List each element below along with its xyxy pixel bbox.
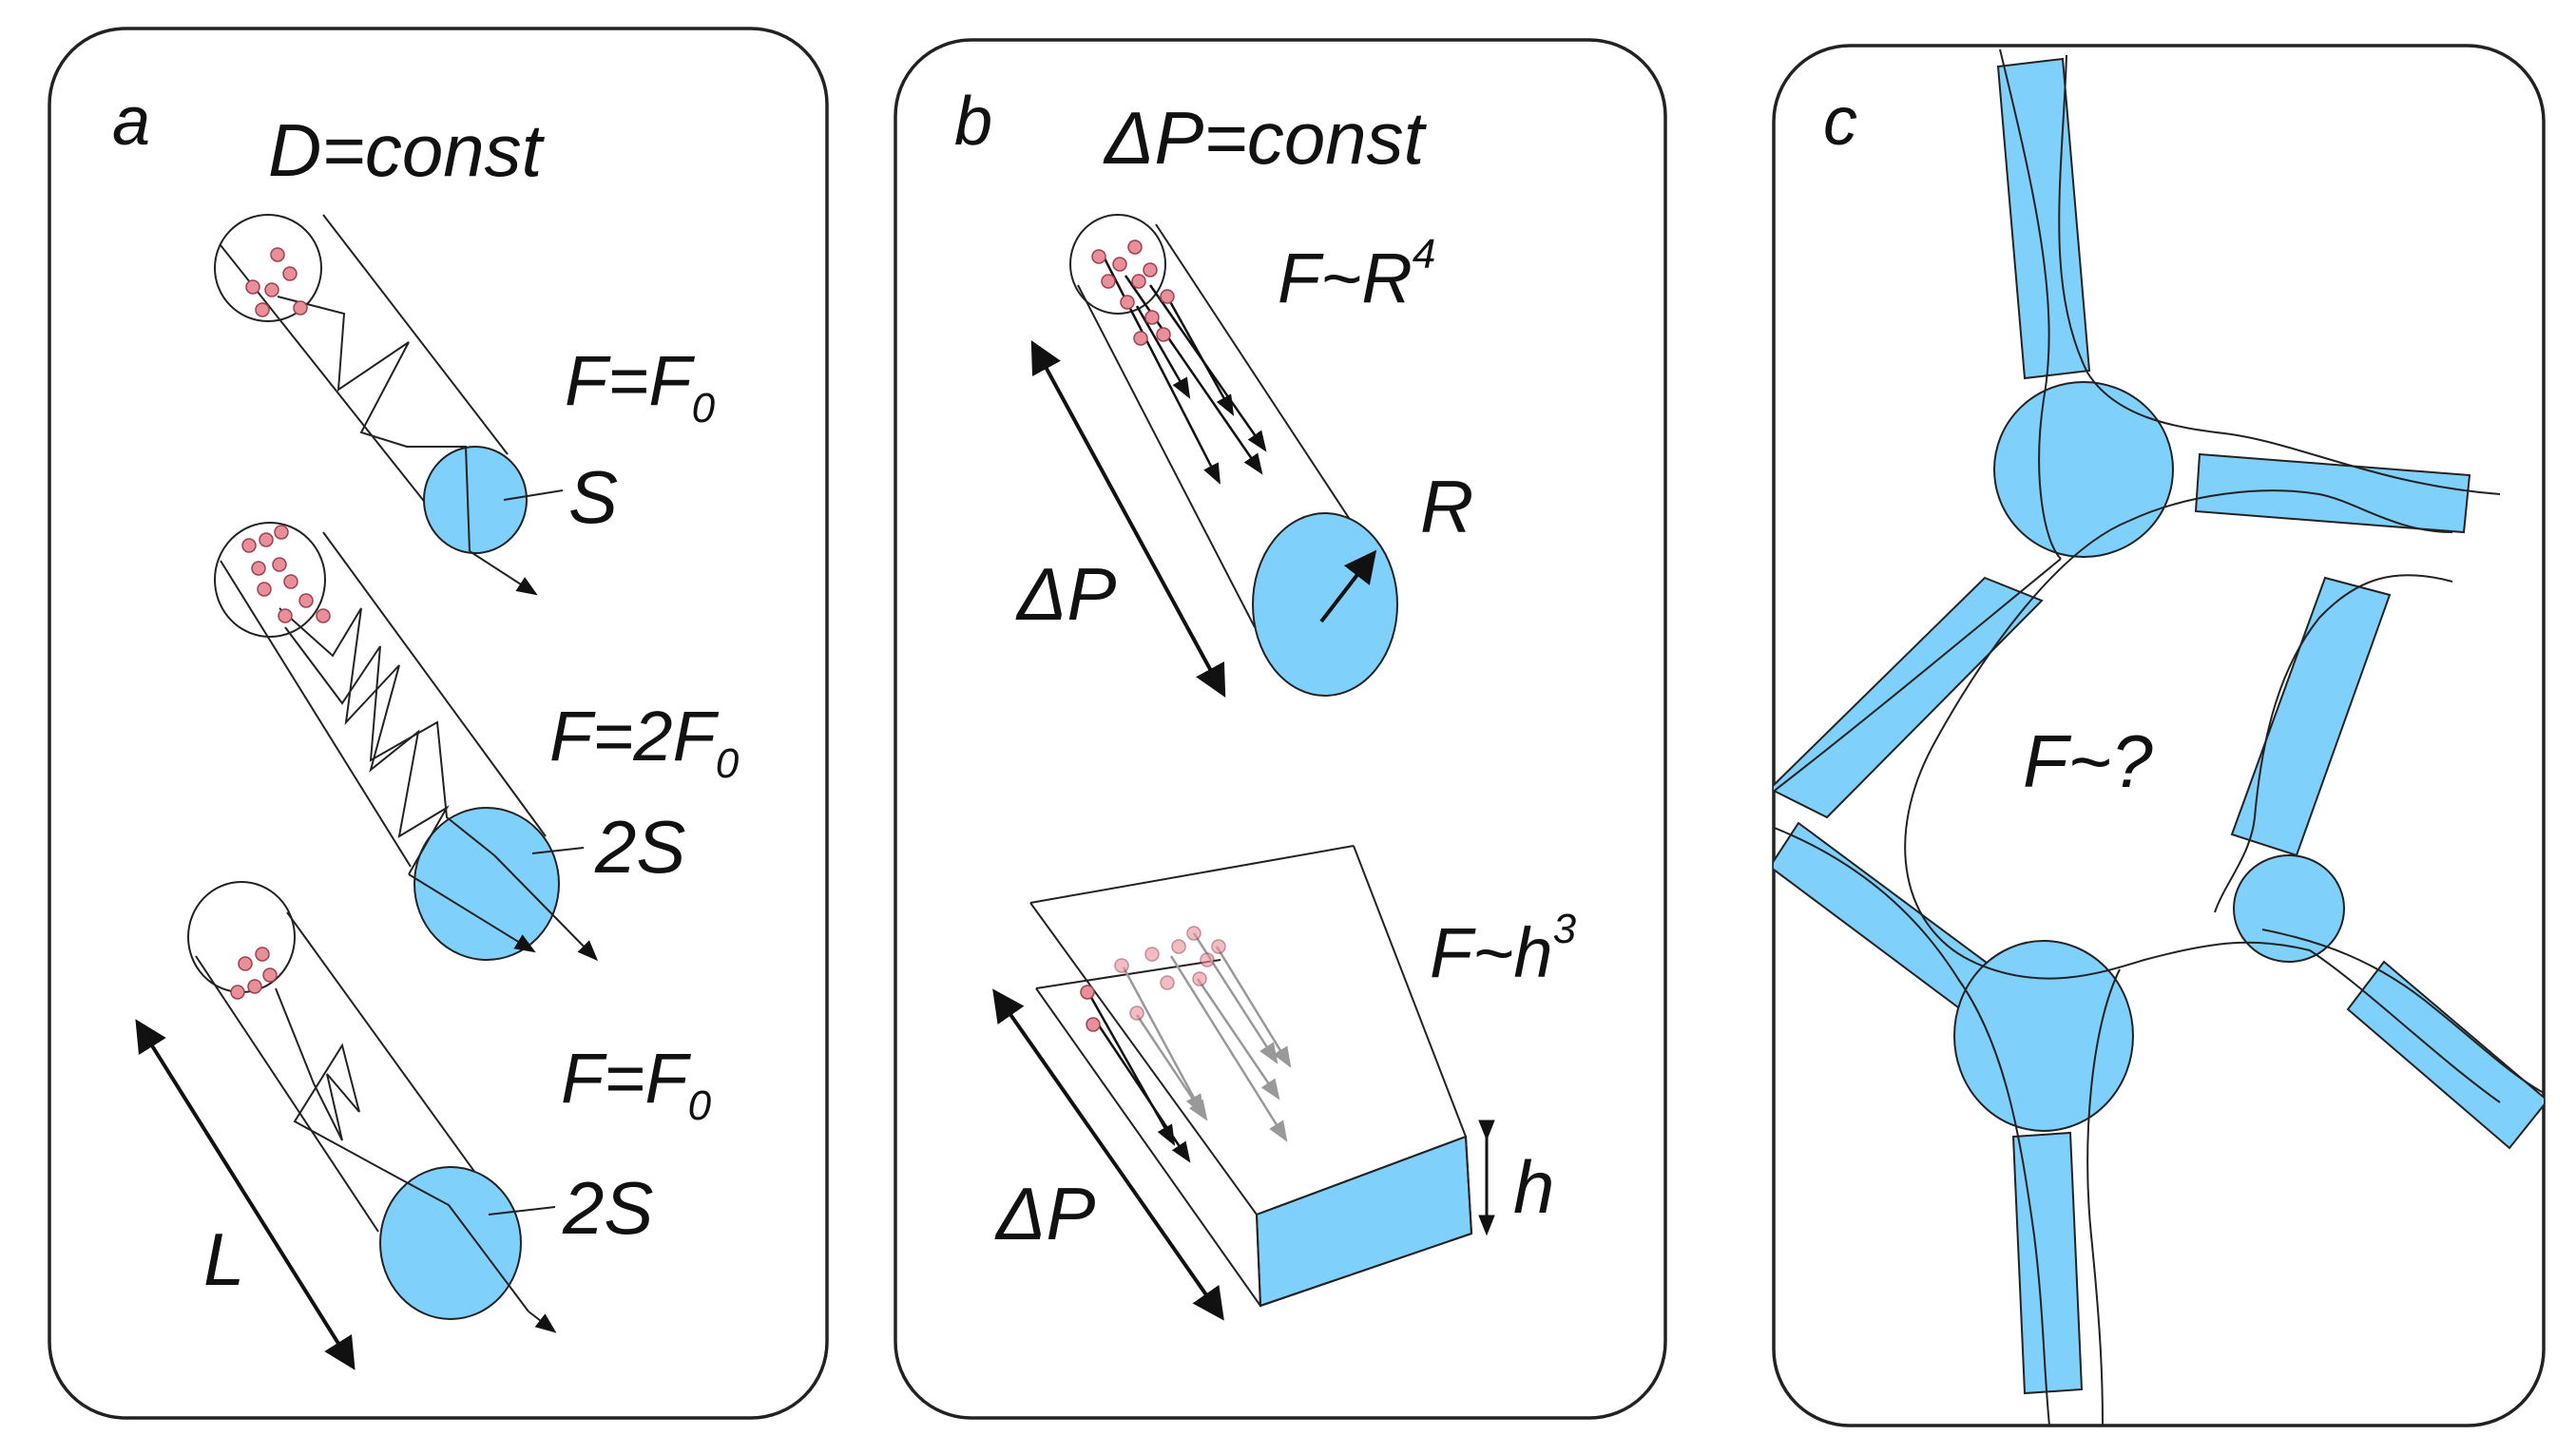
length-label: L xyxy=(203,1217,244,1301)
tube-2-outlet xyxy=(413,807,560,961)
tube-3-outlet xyxy=(379,1166,522,1320)
panel-a: a D=const S F=F0 xyxy=(48,27,829,1420)
panel-a-letter: a xyxy=(112,84,150,160)
cylinder-outlet xyxy=(1252,512,1398,697)
panel-a-title: D=const xyxy=(268,108,546,192)
throat-right-top xyxy=(2194,452,2471,534)
tube-2-inlet xyxy=(214,522,326,638)
tube-2-particles xyxy=(241,525,331,623)
tube-pressure-arrow xyxy=(1030,340,1226,698)
panel-c-letter: c xyxy=(1823,84,1857,160)
tube-3: 2S F=F0 xyxy=(187,881,712,1333)
tube-3-flux: F=F0 xyxy=(561,1039,712,1129)
tube-pressure-label: ΔP xyxy=(1015,552,1116,636)
tube-1-flux: F=F0 xyxy=(565,341,716,431)
cylinder: R F~R4 ΔP xyxy=(1015,214,1473,698)
tube-1-inlet xyxy=(214,214,322,322)
throat-bottom xyxy=(2011,1131,2084,1395)
tube-3-area: 2S xyxy=(562,1166,653,1250)
tube-2-flux: F=2F0 xyxy=(549,697,740,787)
panel-b-letter: b xyxy=(954,84,992,160)
pore-top xyxy=(1993,381,2174,558)
slab: h F~h3 ΔP xyxy=(992,845,1577,1321)
length-arrow xyxy=(135,1019,356,1370)
tube-1-particles xyxy=(245,247,308,317)
slab-law: F~h3 xyxy=(1430,906,1577,992)
tube-law: F~R4 xyxy=(1278,231,1435,317)
slab-pressure-label: ΔP xyxy=(994,1172,1095,1255)
cylinder-particles xyxy=(1091,239,1175,346)
cylinder-inlet xyxy=(1069,214,1166,315)
pore-network xyxy=(1774,48,2544,1426)
tube-2: 2S F=2F0 xyxy=(214,522,740,962)
tube-3-particles xyxy=(230,947,278,1000)
tube-1-outlet xyxy=(423,446,528,554)
gap-label: h xyxy=(1513,1145,1554,1229)
panel-c: c F~? xyxy=(1772,44,2546,1427)
tube-1-area: S xyxy=(568,455,618,539)
pore-right xyxy=(2233,854,2345,963)
tube-1: S F=F0 xyxy=(214,214,716,596)
pore-bottom xyxy=(1953,940,2134,1132)
tube-2-area: 2S xyxy=(594,805,685,889)
panel-b: b ΔP=const R F~R4 ΔP xyxy=(894,38,1667,1420)
radius-arrow xyxy=(1319,549,1377,623)
throat-left-upper xyxy=(1774,576,2044,819)
panel-b-title: ΔP=const xyxy=(1103,96,1428,180)
panel-c-question: F~? xyxy=(2023,719,2153,803)
radius-label: R xyxy=(1420,465,1473,548)
slab-pressure-arrow xyxy=(992,988,1224,1321)
